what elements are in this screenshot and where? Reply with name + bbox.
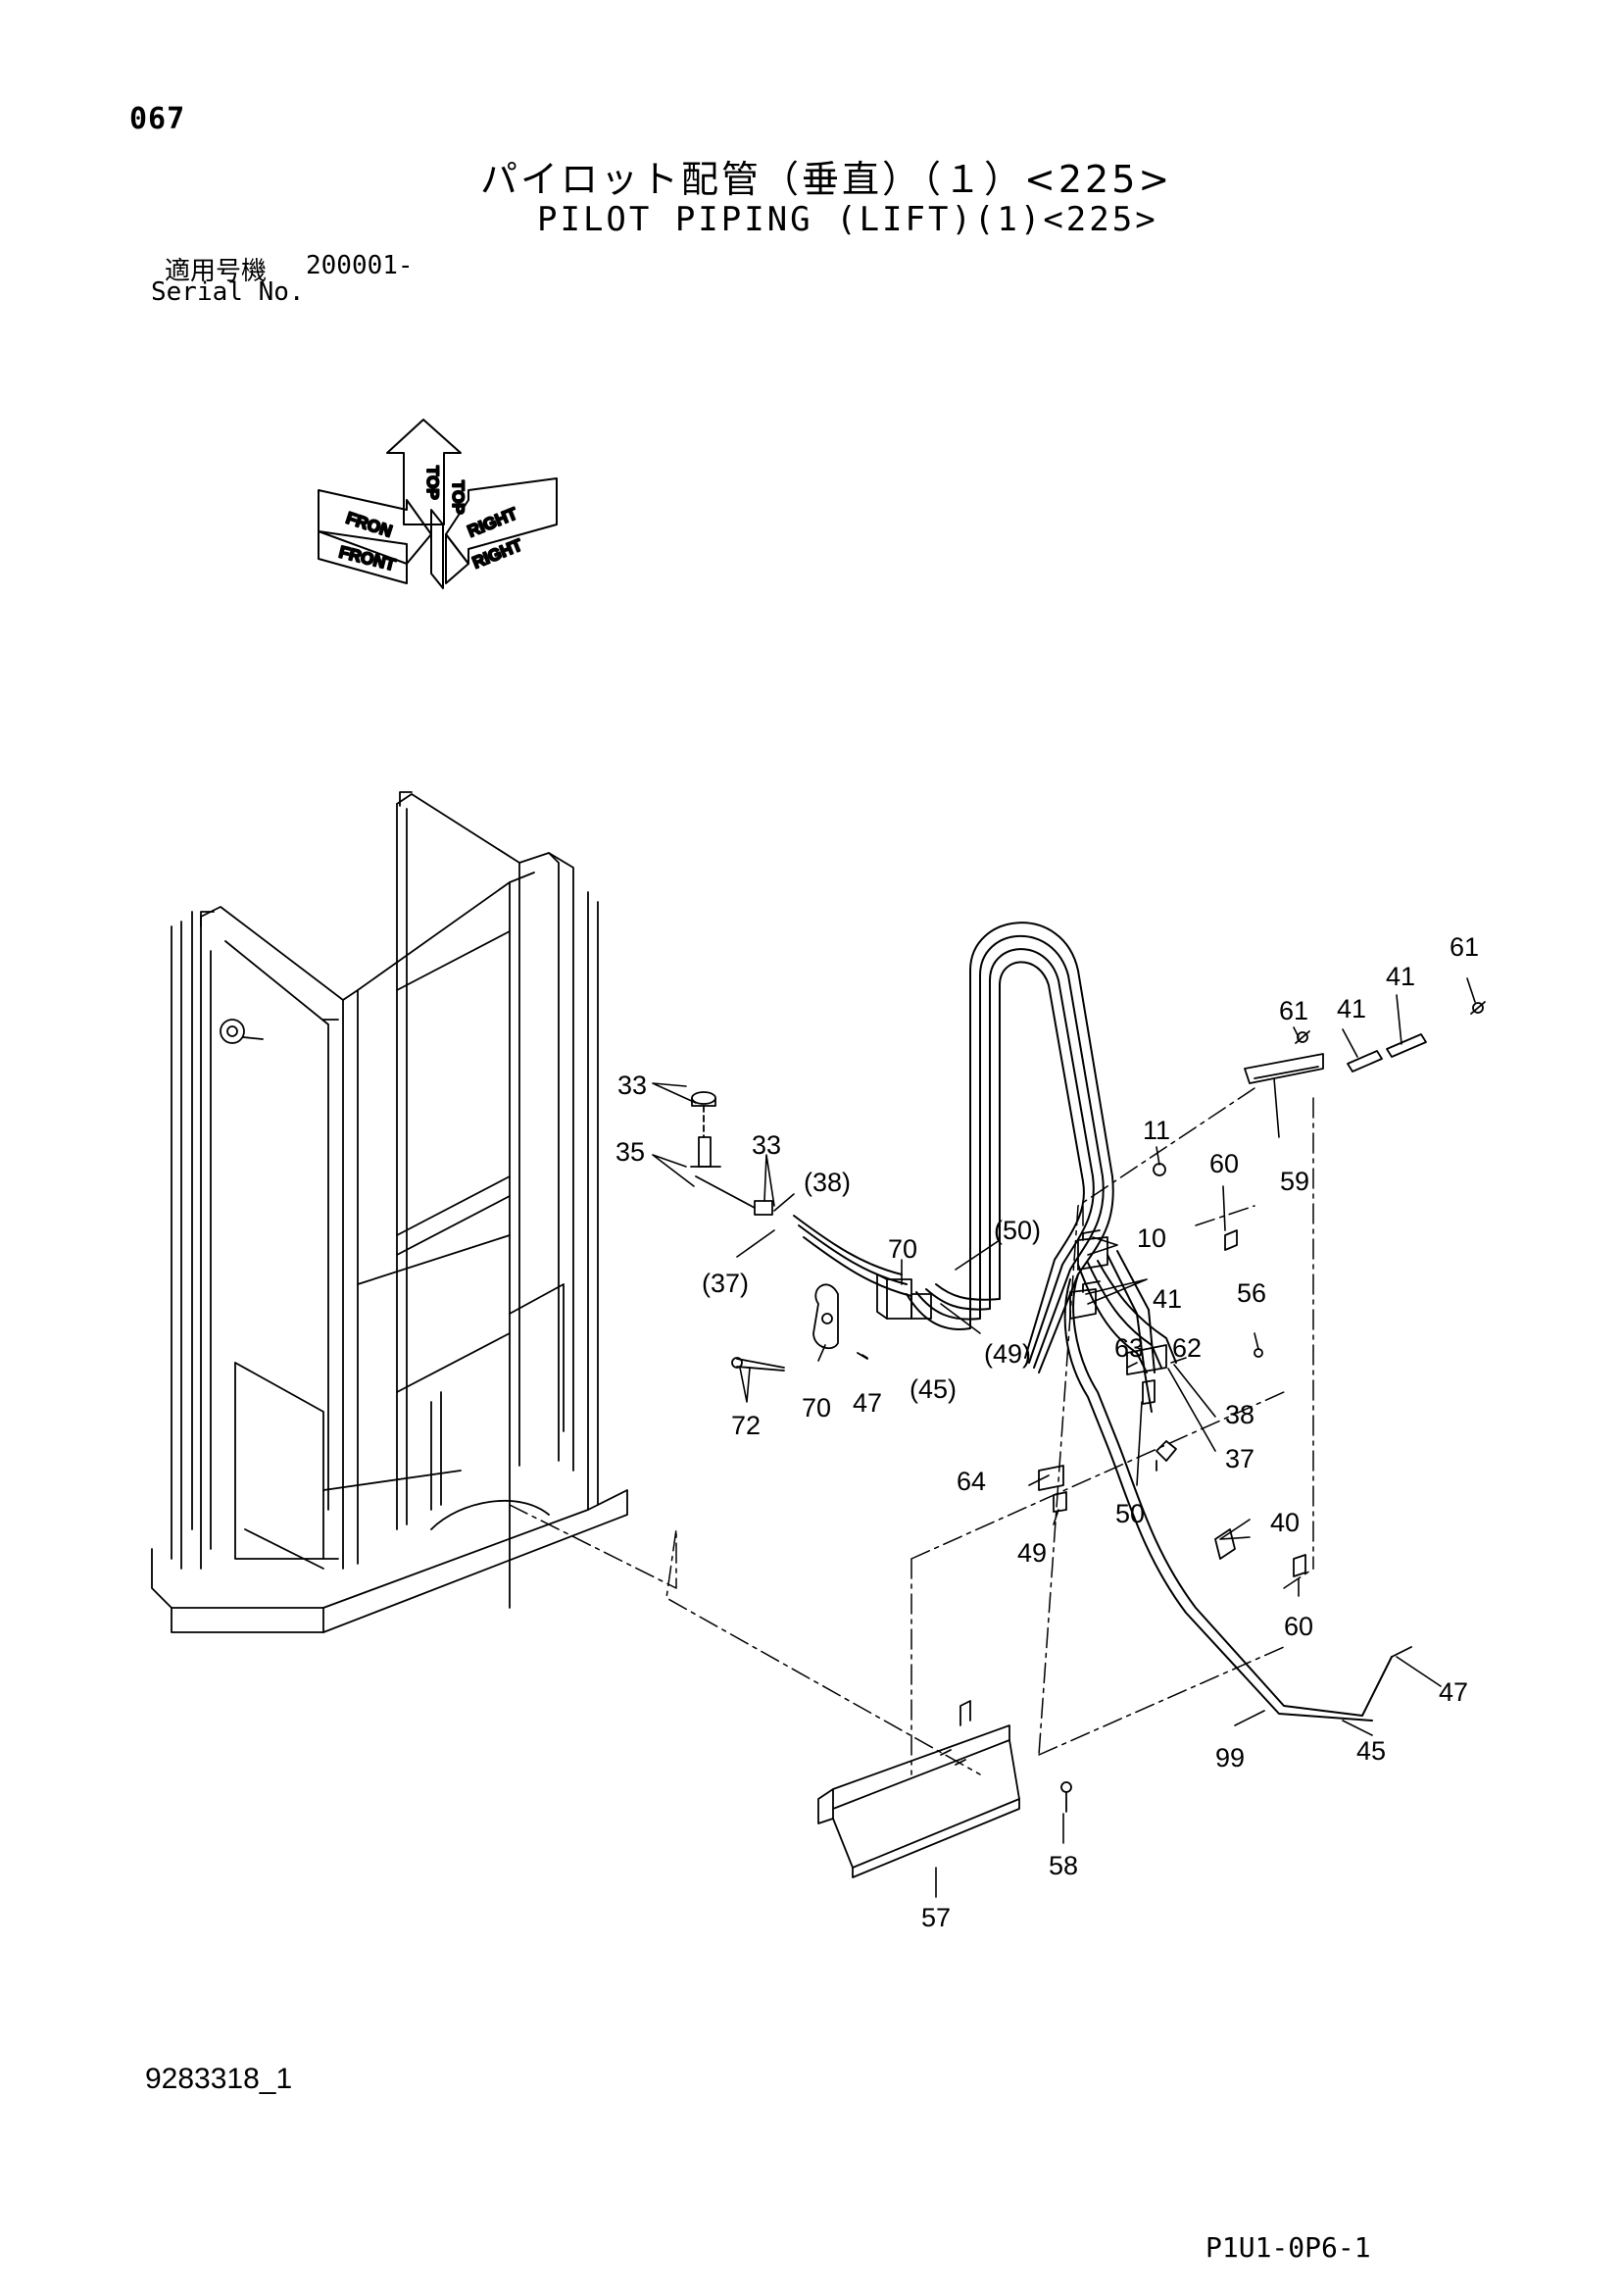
orientation-symbol: FRON FRONT TOP TOP RIGHT RIGHT (318, 419, 558, 589)
callout-60-b: 60 (1284, 1612, 1313, 1641)
serial-label-english: Serial No. (151, 277, 305, 307)
callout-numbers: 33 35 33 (38) (37) 70 (50) (49) (45) 70 … (615, 932, 1479, 1932)
serial-number-value: 200001- (306, 251, 414, 280)
callout-38-ref: (38) (804, 1168, 851, 1197)
orientation-top-arrow (386, 419, 462, 525)
callout-47-a: 47 (853, 1388, 882, 1418)
page-code: P1U1-0P6-1 (1205, 2231, 1371, 2264)
callout-41-c: 41 (1386, 962, 1415, 991)
orientation-top-label: TOP (449, 480, 467, 515)
callout-45: 45 (1356, 1736, 1386, 1766)
callout-61-b: 61 (1450, 932, 1479, 962)
callout-41-a: 41 (1153, 1284, 1182, 1314)
document-id: 9283318_1 (145, 2063, 293, 2095)
cab-frame-structure (151, 791, 628, 1633)
callout-38: 38 (1225, 1400, 1254, 1429)
callout-72: 72 (731, 1411, 761, 1440)
callout-64: 64 (957, 1467, 986, 1496)
callout-37-ref: (37) (702, 1269, 749, 1298)
leader-lines (652, 977, 1476, 1898)
callout-49: 49 (1017, 1538, 1047, 1568)
callout-45-ref: (45) (910, 1374, 957, 1404)
orientation-top-arrow-side (430, 509, 444, 589)
callout-61-a: 61 (1279, 996, 1308, 1025)
serial-label-japanese: 適用号機 (165, 257, 268, 286)
page-title-japanese: パイロット配管（垂直）（１）<225> (480, 158, 1173, 201)
callout-63: 63 (1114, 1333, 1144, 1363)
orientation-top-label-mirror: TOP (423, 466, 442, 500)
callout-70-a: 70 (888, 1234, 917, 1264)
callout-60-a: 60 (1209, 1149, 1239, 1178)
orientation-right-label-mirror: RIGHT (465, 504, 520, 541)
orientation-front-arrow (318, 489, 432, 565)
page-number: 067 (129, 102, 186, 136)
orientation-right-arrow (445, 477, 558, 565)
callout-59: 59 (1280, 1167, 1309, 1196)
callout-49-ref: (49) (984, 1339, 1031, 1369)
orientation-right-arrow-side (445, 533, 469, 584)
orientation-front-arrow-side (318, 530, 408, 584)
callout-50-ref: (50) (994, 1216, 1041, 1245)
pilot-hose-bundle (793, 922, 1393, 1722)
callout-10: 10 (1137, 1223, 1166, 1253)
orientation-front-label: FRONT (337, 542, 398, 574)
callout-58: 58 (1049, 1851, 1078, 1880)
callout-99: 99 (1215, 1743, 1245, 1772)
page-title-english: PILOT PIPING (LIFT)(1)<225> (537, 200, 1158, 239)
callout-62: 62 (1172, 1333, 1202, 1363)
callout-56: 56 (1237, 1278, 1266, 1308)
callout-47-b: 47 (1439, 1677, 1468, 1707)
callout-37: 37 (1225, 1444, 1254, 1473)
callout-57: 57 (921, 1903, 951, 1932)
callout-50: 50 (1115, 1499, 1145, 1528)
callout-35: 35 (615, 1137, 645, 1167)
callout-40: 40 (1270, 1508, 1300, 1537)
callout-70-b: 70 (802, 1393, 831, 1423)
callout-41-b: 41 (1337, 994, 1366, 1023)
callout-11: 11 (1143, 1116, 1170, 1145)
callout-33-a: 33 (617, 1071, 647, 1100)
hidden-lines (509, 1087, 1314, 1775)
callout-33-b: 33 (752, 1130, 781, 1160)
